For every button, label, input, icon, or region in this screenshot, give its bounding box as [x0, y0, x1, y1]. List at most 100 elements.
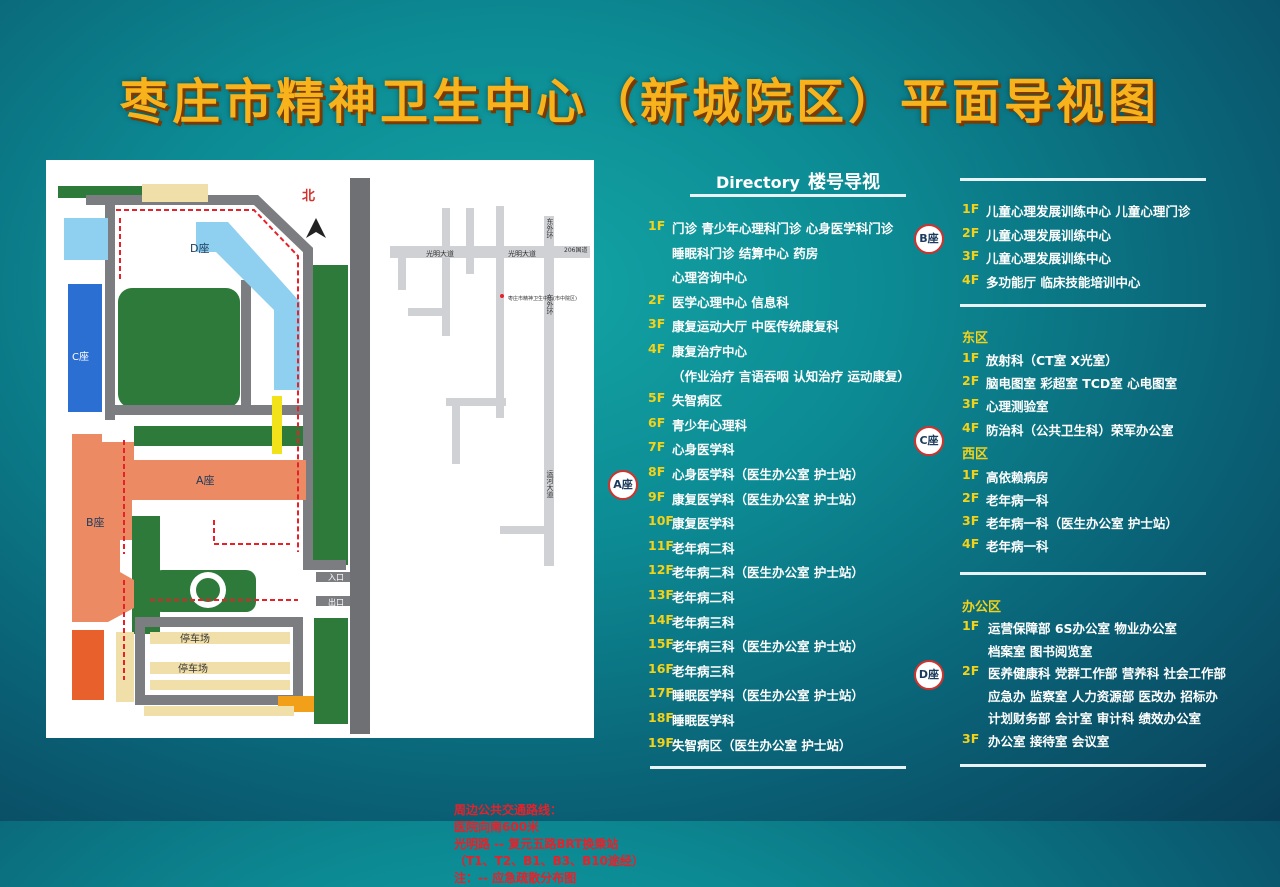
- floor-rooms: 脑电图室 彩超室 TCD室 心电图室: [986, 376, 1178, 392]
- floor-rooms: 康复医学科（医生办公室 护士站）: [672, 491, 864, 507]
- floor-rooms: 防治科（公共卫生科）荣军办公室: [986, 422, 1174, 438]
- parking-area-1: [150, 632, 290, 644]
- map-label-parking2: 停车场: [178, 662, 208, 675]
- directory-label-en: Directory: [716, 173, 800, 192]
- floor-rooms: （作业治疗 言语吞咽 认知治疗 运动康复）: [672, 368, 911, 384]
- road-label-g206: 206国道: [564, 246, 587, 254]
- green-area: [314, 618, 348, 724]
- floor-rooms: 心身医学科: [672, 442, 735, 458]
- floor-number: 1F: [962, 467, 980, 482]
- floor-rooms: 医养健康科 党群工作部 营养科 社会工作部: [988, 666, 1227, 682]
- evacuation-route: [116, 209, 299, 552]
- floor-number: 6F: [648, 414, 666, 430]
- map-label-d: D座: [190, 241, 209, 255]
- divider: [960, 572, 1206, 575]
- floor-rooms: 青少年心理科: [672, 417, 748, 433]
- floor-rooms: 失智病区: [672, 393, 723, 409]
- east-zone-title: 东区: [962, 331, 989, 346]
- floor-rooms: 心理测验室: [986, 399, 1049, 415]
- badge-b: B座: [914, 224, 944, 254]
- floor-rooms: 老年病三科（医生办公室 护士站）: [672, 639, 864, 655]
- legend-line: 光明路 -- 复元五路BRT换乘站: [454, 837, 619, 851]
- floor-rooms: 医学心理中心 信息科: [672, 294, 789, 310]
- divider: [690, 194, 906, 197]
- road-label-dongwai1: 东外环: [546, 217, 554, 240]
- north-label: 北: [302, 189, 315, 204]
- floor-number: 4F: [962, 536, 980, 551]
- directory-header: Directory 楼号导视: [716, 168, 880, 194]
- badge-a: A座: [608, 470, 638, 500]
- floor-rooms: 心身医学科（医生办公室 护士站）: [672, 467, 864, 482]
- legend-line: 医院向南600米: [454, 820, 540, 834]
- office-zone-title: 办公区: [962, 600, 1002, 615]
- floor-rooms: 睡眠医学科（医生办公室 护士站）: [672, 688, 864, 704]
- floor-rooms: 计划财务部 会计室 审计科 绩效办公室: [988, 711, 1202, 727]
- floor-number: 4F: [648, 341, 666, 356]
- floor-number: 2F: [648, 291, 666, 307]
- transit-legend: 周边公共交通路线： 医院向南600米 光明路 -- 复元五路BRT换乘站 （T1…: [454, 802, 644, 887]
- directory-label-cn: 楼号导视: [807, 172, 880, 193]
- map-label-parking1: 停车场: [180, 632, 210, 645]
- outbuilding: [72, 630, 104, 700]
- floor-number: 8F: [648, 464, 666, 479]
- floor-rooms: 康复医学科: [672, 516, 735, 532]
- floor-number: 9F: [648, 488, 666, 504]
- floor-number: 3F: [962, 396, 980, 412]
- badge-d: D座: [914, 660, 944, 690]
- floor-rooms: 睡眠科门诊 结算中心 药房: [672, 245, 819, 261]
- floor-number: 1F: [648, 218, 666, 233]
- small-building: [142, 184, 208, 202]
- floor-rooms: 档案室 图书阅览室: [988, 643, 1093, 659]
- floor-number: 19F: [648, 734, 674, 750]
- floor-rooms: 老年病三科: [672, 663, 735, 679]
- map-label-c: C座: [72, 350, 89, 363]
- floor-number: 3F: [648, 316, 666, 332]
- floor-number: 1F: [962, 201, 980, 216]
- divider: [960, 304, 1206, 307]
- floor-number: 17F: [648, 685, 674, 701]
- floor-rooms: 高依赖病房: [986, 470, 1049, 485]
- floor-rooms: 失智病区（医生办公室 护士站）: [672, 737, 852, 753]
- floor-rooms: 康复治疗中心: [672, 344, 748, 359]
- floor-rooms: 门诊 青少年心理科门诊 心身医学科门诊: [672, 221, 894, 236]
- site-map: D座 C座 A座 B座 停车场 停车场 入口 出口 北 光明大道 光明大道 20…: [46, 160, 644, 885]
- corridor: [272, 396, 282, 454]
- site-map-drawing: D座 C座 A座 B座 停车场 停车场 入口 出口 北 光明大道 光明大道 20…: [58, 178, 590, 734]
- legend-line: 周边公共交通路线：: [454, 803, 563, 817]
- floor-rooms: 康复运动大厅 中医传统康复科: [672, 319, 839, 335]
- poi-hospital: 枣庄市精神卫生中心(市中院区): [508, 295, 577, 302]
- floor-rooms: 运营保障部 6S办公室 物业办公室: [988, 621, 1177, 636]
- legend-line: （T1、T2、B1、B3、B10途经）: [454, 854, 644, 868]
- east-green-strip: [308, 265, 348, 565]
- floor-number: 7F: [648, 439, 666, 455]
- floor-rooms: 老年病一科（医生办公室 护士站）: [986, 516, 1178, 531]
- floor-number: 4F: [962, 271, 980, 287]
- floor-number: 18F: [648, 710, 674, 725]
- floor-rooms: 儿童心理发展训练中心 儿童心理门诊: [986, 204, 1191, 219]
- floor-rooms: 睡眠医学科: [672, 713, 735, 728]
- floor-rooms: 办公室 接待室 会议室: [988, 734, 1110, 749]
- floor-rooms: 老年病二科: [672, 540, 735, 556]
- road-label-guangming1: 光明大道: [426, 249, 454, 258]
- badge-c: C座: [914, 426, 944, 456]
- guangming-road: [390, 246, 590, 258]
- main-road: [350, 178, 370, 734]
- floor-number: 14F: [648, 611, 674, 627]
- road-label-yunhe: 运河大道: [546, 470, 554, 499]
- green-area: [134, 426, 310, 446]
- floor-number: 1F: [962, 350, 980, 365]
- floor-number: 5F: [648, 390, 666, 406]
- floor-number: 15F: [648, 636, 674, 652]
- divider: [960, 764, 1206, 767]
- floor-number: 2F: [962, 663, 980, 679]
- map-label-exit: 出口: [328, 597, 344, 607]
- map-label-entrance: 入口: [328, 573, 344, 582]
- floor-rooms: 老年病一科: [986, 539, 1049, 554]
- parking-area-2: [150, 662, 290, 674]
- floor-rooms: 老年病二科（医生办公室 护士站）: [672, 565, 864, 581]
- floor-number: 4F: [962, 419, 980, 435]
- floor-number: 3F: [962, 513, 980, 528]
- floor-number: 3F: [962, 731, 980, 746]
- map-label-b: B座: [86, 515, 105, 529]
- poi-marker-icon: [500, 294, 504, 298]
